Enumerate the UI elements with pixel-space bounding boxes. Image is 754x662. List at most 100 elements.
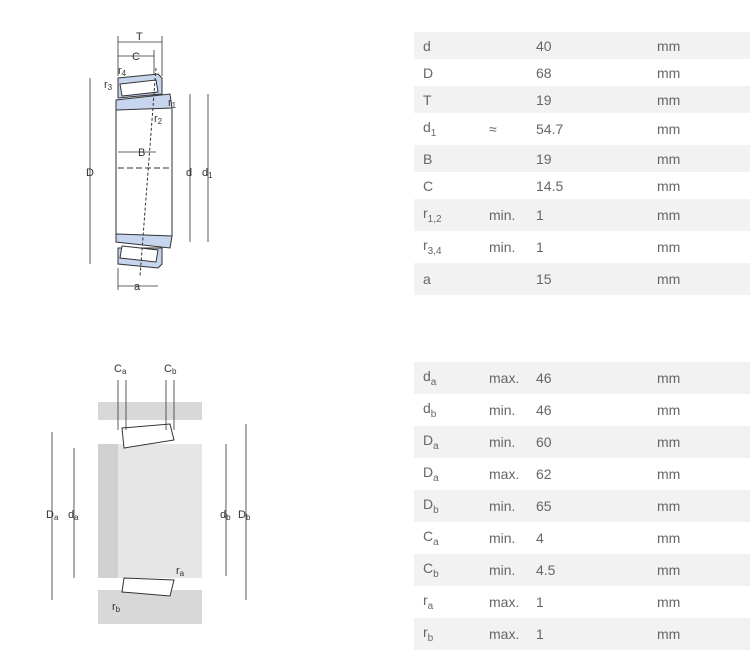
dim-symbol: D	[423, 64, 434, 81]
dim-symbol: C	[423, 177, 434, 194]
label-a: a	[134, 281, 141, 293]
label-db: db	[220, 509, 231, 522]
abut-unit: mm	[657, 466, 681, 482]
label-C: C	[132, 51, 140, 63]
dim-symbol-sub: 1	[430, 128, 437, 139]
abut-value: 62	[536, 466, 552, 482]
dim-unit: mm	[648, 32, 750, 59]
bearing-outline	[115, 67, 173, 277]
abut-value: 4.5	[527, 554, 648, 586]
dim-symbol: r	[423, 205, 428, 221]
dim-qualifier	[489, 32, 527, 59]
abut-value: 46	[527, 362, 648, 394]
abut-qualifier: max.	[489, 594, 520, 610]
dim-symbol: a	[423, 271, 431, 287]
abut-symbol: C	[423, 560, 434, 576]
abut-symbol-sub: a	[433, 537, 439, 548]
abut-unit: mm	[648, 618, 750, 650]
dim-qualifier	[489, 263, 527, 295]
dim-symbol-sub: 3,4	[427, 246, 442, 257]
dim-value: 68	[536, 64, 552, 81]
dim-unit: mm	[657, 239, 681, 255]
dimension-lines	[51, 380, 247, 600]
abut-unit: mm	[648, 426, 750, 458]
abut-value: 46	[536, 402, 552, 418]
abut-symbol-sub: a	[433, 473, 439, 484]
dim-unit: mm	[657, 177, 681, 194]
abut-symbol-sub: b	[427, 633, 434, 644]
dim-unit: mm	[648, 145, 750, 172]
dim-symbol: r	[423, 237, 428, 253]
dim-qualifier	[489, 86, 527, 113]
abut-qualifier: max.	[489, 466, 520, 482]
abut-symbol-sub: a	[433, 441, 439, 452]
abutment-dimensions-drawing: Ca Cb Da da db Db ra rb	[46, 363, 251, 624]
label-T: T	[136, 31, 143, 43]
dim-value: 54.7	[536, 121, 564, 137]
label-d: d	[186, 167, 192, 179]
abut-qualifier: min.	[489, 402, 516, 418]
dim-symbol-sub: 1,2	[427, 214, 442, 225]
abut-symbol-sub: a	[430, 377, 437, 388]
abut-value: 4	[536, 530, 544, 546]
abut-unit: mm	[648, 490, 750, 522]
dim-qualifier	[489, 59, 527, 86]
label-d1: d1	[202, 167, 213, 180]
dim-value: 40	[527, 32, 648, 59]
label-r4: r4	[118, 65, 127, 78]
dim-unit: mm	[648, 199, 750, 231]
label-B: B	[138, 147, 145, 159]
bearing-sections	[121, 423, 175, 597]
dim-symbol: B	[423, 150, 433, 167]
abut-symbol: r	[423, 592, 428, 608]
abut-value: 1	[536, 594, 544, 610]
abut-unit: mm	[648, 554, 750, 586]
label-ra: ra	[176, 565, 185, 578]
table-row: r3,4 min. 1 mm	[414, 231, 750, 263]
dim-value: 19	[527, 86, 648, 113]
abut-value: 60	[527, 426, 648, 458]
label-r1: r1	[168, 97, 177, 110]
dim-unit: mm	[648, 86, 750, 113]
abut-qualifier: max.	[489, 362, 527, 394]
abut-unit: mm	[657, 594, 681, 610]
label-r2: r2	[154, 113, 163, 126]
abut-symbol-sub: b	[433, 569, 439, 580]
label-da: da	[68, 509, 79, 522]
dim-symbol: T	[423, 91, 432, 108]
dim-value: 1	[536, 239, 544, 255]
abut-unit: mm	[657, 402, 681, 418]
dim-symbol: d	[423, 37, 431, 54]
dim-qualifier: min.	[489, 199, 527, 231]
abut-symbol: C	[423, 528, 434, 544]
label-Da: Da	[46, 509, 59, 522]
housing-and-shaft	[98, 402, 202, 624]
dim-unit: mm	[657, 121, 681, 137]
label-D: D	[86, 167, 94, 179]
abut-qualifier: min.	[489, 530, 516, 546]
label-Cb: Cb	[164, 363, 177, 376]
abut-symbol: D	[423, 496, 434, 512]
abut-symbol: D	[423, 432, 434, 448]
label-Db: Db	[238, 509, 251, 522]
abut-symbol-sub: b	[433, 505, 439, 516]
dim-qualifier: ≈	[489, 121, 497, 137]
dim-qualifier: min.	[489, 239, 516, 255]
dim-unit: mm	[657, 64, 681, 81]
dim-qualifier	[489, 172, 527, 199]
dim-unit: mm	[648, 263, 750, 295]
